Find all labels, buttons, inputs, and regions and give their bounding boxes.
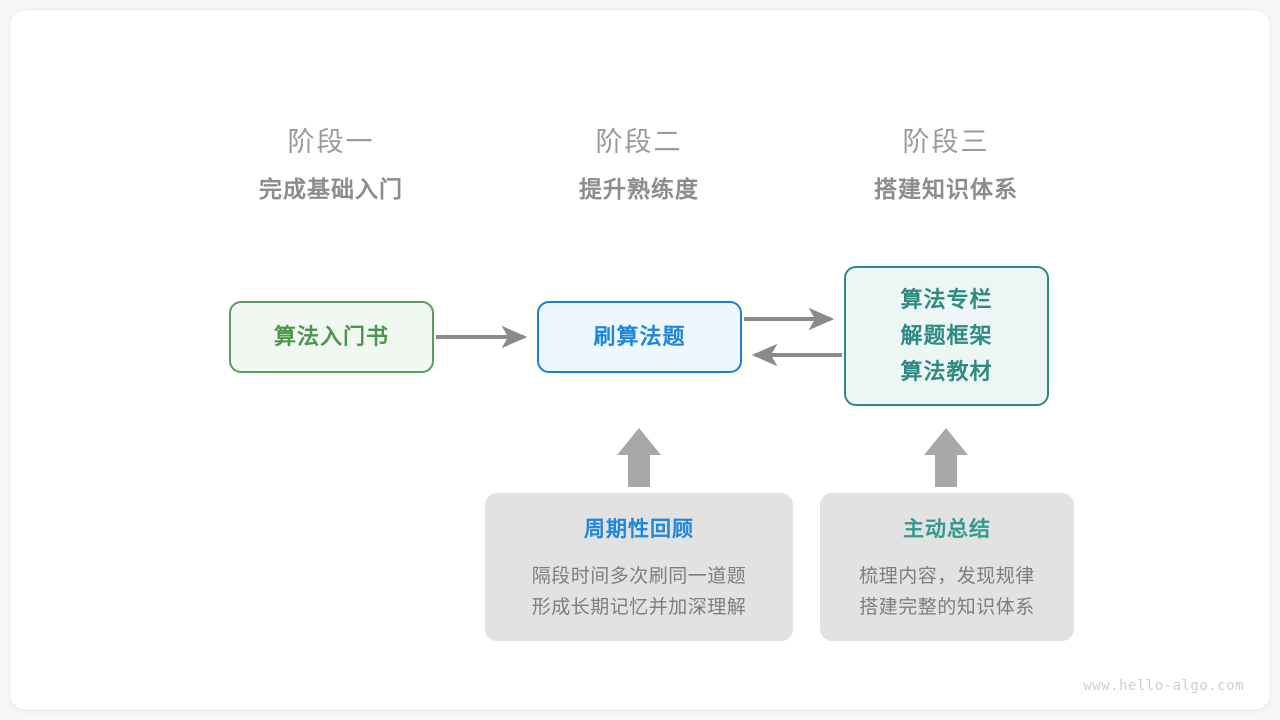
note-body-line-1: 隔段时间多次刷同一道题 <box>531 566 747 587</box>
node-learning-resources[interactable]: 算法专栏 解题框架 算法教材 <box>844 266 1049 406</box>
note-body: 隔段时间多次刷同一道题 形成长期记忆并加深理解 <box>485 561 793 623</box>
note-body: 梳理内容，发现规律 搭建完整的知识体系 <box>820 561 1074 623</box>
note-body-line-2: 搭建完整的知识体系 <box>859 597 1035 618</box>
stage-column-2: 阶段二 提升熟练度 <box>509 125 769 205</box>
stage-column-1: 阶段一 完成基础入门 <box>201 125 461 205</box>
node-algorithm-intro-book[interactable]: 算法入门书 <box>229 301 434 373</box>
stage-title: 完成基础入门 <box>259 176 403 202</box>
note-periodic-review[interactable]: 周期性回顾 隔段时间多次刷同一道题 形成长期记忆并加深理解 <box>485 493 793 641</box>
stage-column-3: 阶段三 搭建知识体系 <box>816 125 1076 205</box>
note-body-line-1: 梳理内容，发现规律 <box>859 566 1035 587</box>
stage-number: 阶段三 <box>902 127 990 157</box>
note-active-summary[interactable]: 主动总结 梳理内容，发现规律 搭建完整的知识体系 <box>820 493 1074 641</box>
stage-number: 阶段一 <box>287 127 375 157</box>
node-label-line-2: 解题框架 <box>900 323 993 348</box>
node-label-line-1: 算法专栏 <box>900 287 993 312</box>
stage-title: 提升熟练度 <box>579 176 699 202</box>
node-label: 刷算法题 <box>593 324 686 349</box>
note-body-line-2: 形成长期记忆并加深理解 <box>531 597 747 618</box>
stage-number: 阶段二 <box>595 127 683 157</box>
node-label-line-3: 算法教材 <box>900 359 993 384</box>
note-title: 周期性回顾 <box>584 518 694 541</box>
stage-title: 搭建知识体系 <box>874 176 1018 202</box>
watermark-url: www.hello-algo.com <box>1083 678 1244 694</box>
node-practice-problems[interactable]: 刷算法题 <box>537 301 742 373</box>
node-label: 算法入门书 <box>273 324 389 349</box>
note-title: 主动总结 <box>903 518 991 541</box>
